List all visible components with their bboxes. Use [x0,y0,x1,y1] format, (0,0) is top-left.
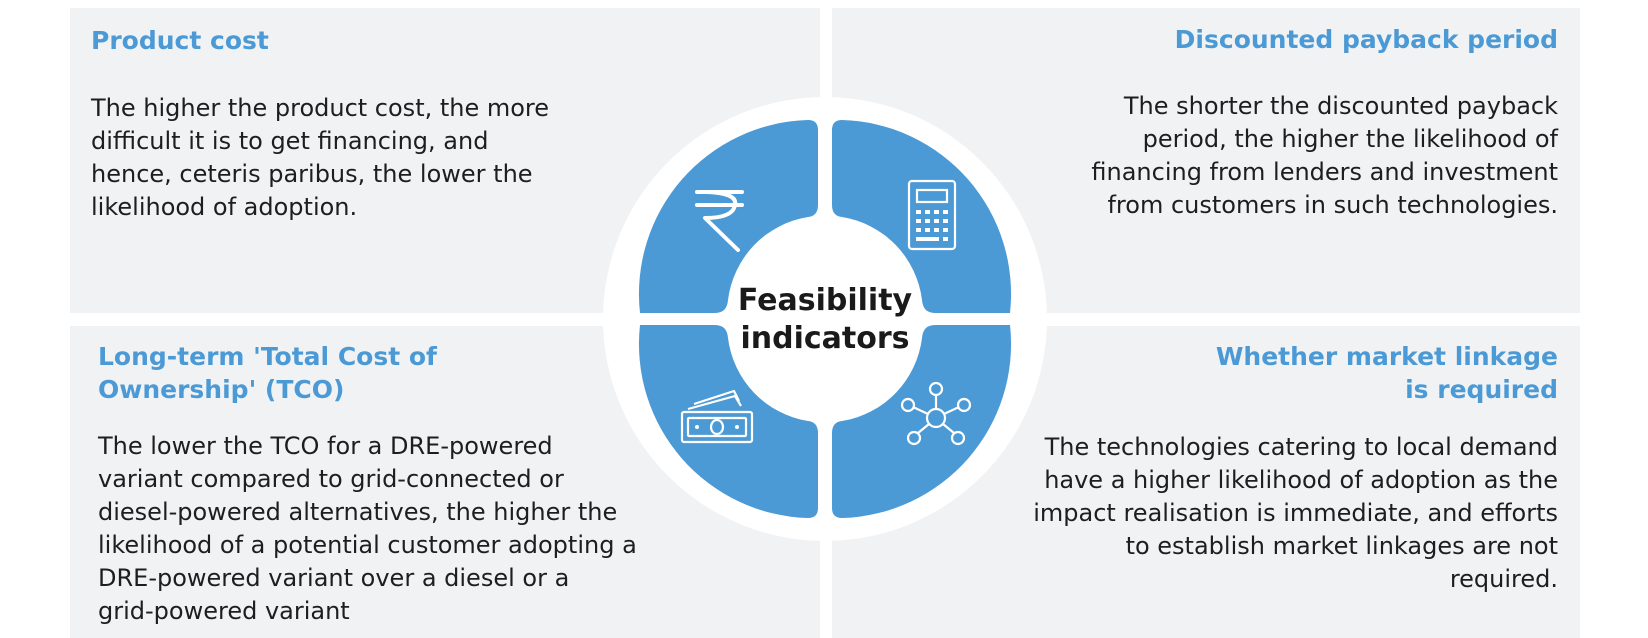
center-label: Feasibility indicators [737,283,913,356]
network-icon [900,381,972,446]
text-total-cost-of-ownership: The lower the TCO for a DRE-powered vari… [98,432,637,625]
text-product-cost: The higher the product cost, the more di… [91,94,550,221]
title-product-cost: Product cost [91,26,269,55]
rupee-icon [695,190,744,252]
calculator-icon [907,179,957,251]
segment-bottom-left [634,325,818,518]
segment-top-right [832,120,1016,313]
segment-bottom-right [832,325,1016,518]
title-market-linkage: Whether market linkage is required [1215,342,1558,404]
title-total-cost-of-ownership: Long-term 'Total Cost of Ownership' (TCO… [98,342,437,404]
cash-icon [680,389,754,444]
text-market-linkage: The technologies catering to local deman… [1033,433,1558,593]
text-discounted-payback: The shorter the discounted payback perio… [1091,92,1558,219]
title-discounted-payback: Discounted payback period [1174,25,1558,54]
